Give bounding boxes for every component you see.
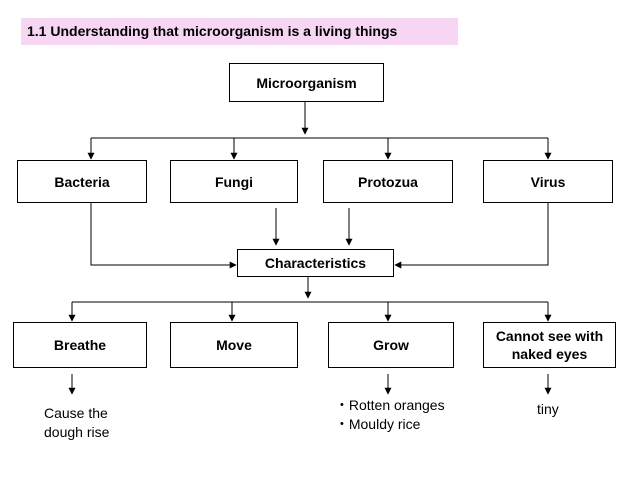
grow-example-item: Mouldy rice	[340, 415, 445, 434]
type-fungi-box: Fungi	[170, 160, 298, 203]
grow-example-list: Rotten oranges Mouldy rice	[340, 396, 445, 434]
section-title: 1.1 Understanding that microorganism is …	[21, 18, 458, 45]
characteristics-box: Characteristics	[237, 249, 394, 277]
microorganism-box: Microorganism	[229, 63, 384, 102]
characteristic-breathe-box: Breathe	[13, 322, 147, 368]
characteristic-grow-box: Grow	[328, 322, 454, 368]
type-protozua-box: Protozua	[323, 160, 453, 203]
characteristic-cannot-see-box: Cannot see with naked eyes	[483, 322, 616, 368]
characteristic-move-box: Move	[170, 322, 298, 368]
virus-to-characteristics	[394, 203, 549, 269]
breathe-example-text: Cause the dough rise	[44, 405, 110, 440]
grow-example-item: Rotten oranges	[340, 396, 445, 415]
bacteria-to-characteristics	[90, 203, 237, 269]
type-virus-box: Virus	[483, 160, 613, 203]
type-bacteria-box: Bacteria	[17, 160, 147, 203]
cannot-see-example-text: tiny	[537, 401, 559, 417]
